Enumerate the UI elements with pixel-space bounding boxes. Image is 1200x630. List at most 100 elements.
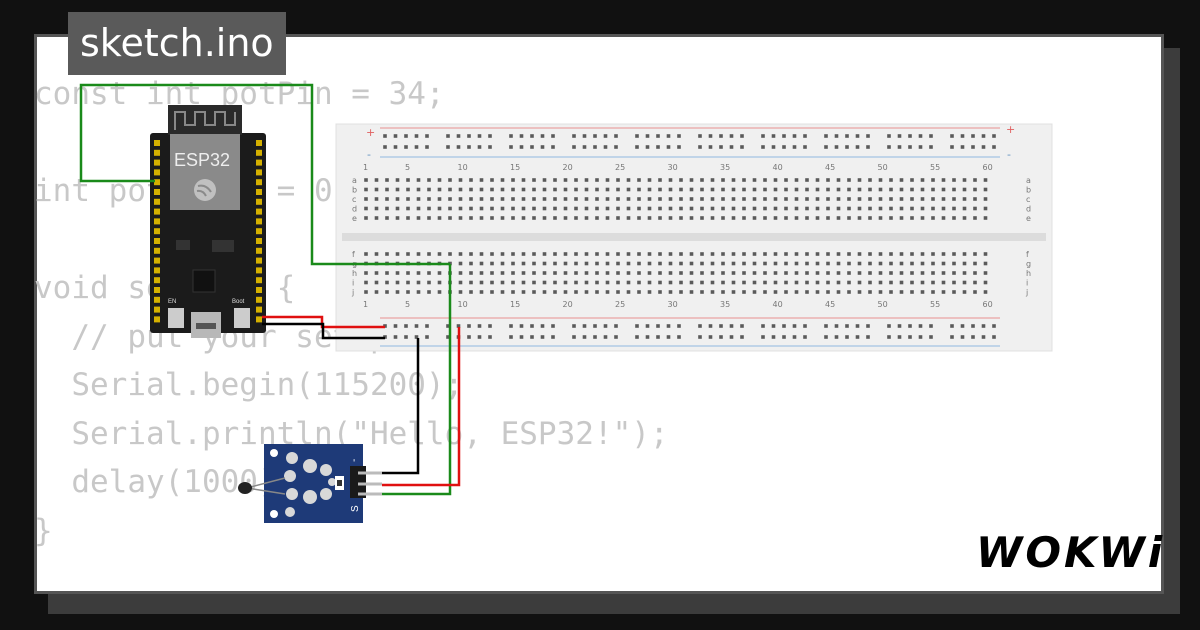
esp32-pin [256,277,262,284]
column-number-label: 1 [363,300,368,309]
row-letter-label: h [352,269,357,278]
espressif-logo-icon [194,179,216,201]
row-letter-label: i [352,279,354,288]
red-wire-vcc [262,315,385,329]
row-letter-label: f [352,250,355,259]
column-number-label: 45 [825,300,835,309]
boot-button[interactable] [234,308,250,328]
column-number-label: 50 [878,300,888,309]
wokwi-logo: WOKWi [976,528,1166,577]
esp32-pin [154,228,160,235]
esp32-pin [154,247,160,254]
column-number-label: 10 [458,300,468,309]
black-wire-sensor [382,338,420,475]
row-letter-label: d [1026,205,1031,214]
column-number-label: 35 [720,300,730,309]
column-number-label: 50 [878,163,888,172]
column-number-label: 40 [773,163,783,172]
row-letter-label: a [1026,176,1031,185]
row-letter-label: f [1026,250,1029,259]
esp32-pin [256,247,262,254]
code-line: delay(1000); [34,464,296,500]
esp32-pin [154,277,160,284]
esp32-pin [154,257,160,264]
sensor-pin-minus-label: - [349,459,360,462]
green-wire-signal [79,83,450,266]
esp32-pin [154,208,160,215]
wires [79,83,461,496]
column-number-label: 5 [405,163,410,172]
row-letter-label: d [352,205,357,214]
esp32-pin [154,316,160,323]
ntc-sensor-module: - S [238,444,382,523]
sketch-filename-title: sketch.ino [68,12,286,75]
en-label: EN [168,299,176,305]
red-wire-sensor [382,327,461,487]
en-button[interactable] [168,308,184,328]
column-number-label: 15 [510,163,520,172]
row-letter-label: a [352,176,357,185]
esp32-pin [256,238,262,244]
row-letter-label: j [351,288,354,297]
esp32-pin [154,306,160,313]
esp32-pin [154,296,160,303]
row-letter-label: g [1026,260,1031,269]
esp32-pin [256,296,262,303]
esp32-pin [256,316,262,323]
esp32-pin [154,179,160,186]
rail-plus-label: + [366,126,375,139]
column-number-label: 35 [720,163,730,172]
row-letter-label: e [352,214,357,223]
column-number-label: 30 [668,163,678,172]
esp32-pin [154,169,160,176]
esp32-pin [154,149,160,156]
code-line: } [34,512,53,549]
esp32-pin [256,208,262,215]
esp32-pin [256,149,262,156]
column-number-label: 25 [615,300,625,309]
esp32-pin [154,189,160,195]
esp32-pin [256,140,262,146]
esp32-pin [256,218,262,225]
code-line: Serial.begin(115200); [34,367,464,403]
column-number-label: 30 [668,300,678,309]
esp32-pin [256,267,262,274]
esp32-pin-headers [154,140,262,323]
row-letter-label: e [1026,214,1031,223]
column-number-label: 25 [615,163,625,172]
row-letter-label: i [1026,279,1028,288]
esp32-pin [154,287,160,293]
black-wire-gnd [262,322,385,340]
column-number-label: 1 [363,163,368,172]
rail-minus-label: - [1007,148,1011,161]
esp32-pin [154,159,160,166]
rail-plus-label: + [1006,123,1015,136]
column-number-label: 10 [458,163,468,172]
column-number-label: 5 [405,300,410,309]
esp32-pin [154,267,160,274]
column-number-label: 55 [930,163,940,172]
code-line: const int potPin = 34; [34,76,445,112]
esp32-board: ESP32 EN Boot [150,105,266,338]
row-letter-label: j [1025,288,1028,297]
breadboard-holes [364,134,996,339]
row-letter-label: b [1026,186,1031,195]
esp32-pin [256,287,262,293]
column-number-label: 55 [930,300,940,309]
esp32-pin [154,218,160,225]
row-letter-label: h [1026,269,1031,278]
esp32-pin [256,228,262,235]
row-letter-label: c [352,195,356,204]
rail-minus-label: - [367,148,371,161]
boot-label: Boot [232,299,245,305]
esp32-pin [154,140,160,146]
esp32-pin [256,257,262,264]
esp32-pin [154,198,160,205]
column-number-label: 20 [563,163,573,172]
esp32-pin [256,306,262,313]
esp32-pin [154,238,160,244]
thermistor [238,482,252,494]
column-number-label: 60 [983,300,993,309]
row-letter-label: b [352,186,357,195]
esp32-pin [256,189,262,195]
